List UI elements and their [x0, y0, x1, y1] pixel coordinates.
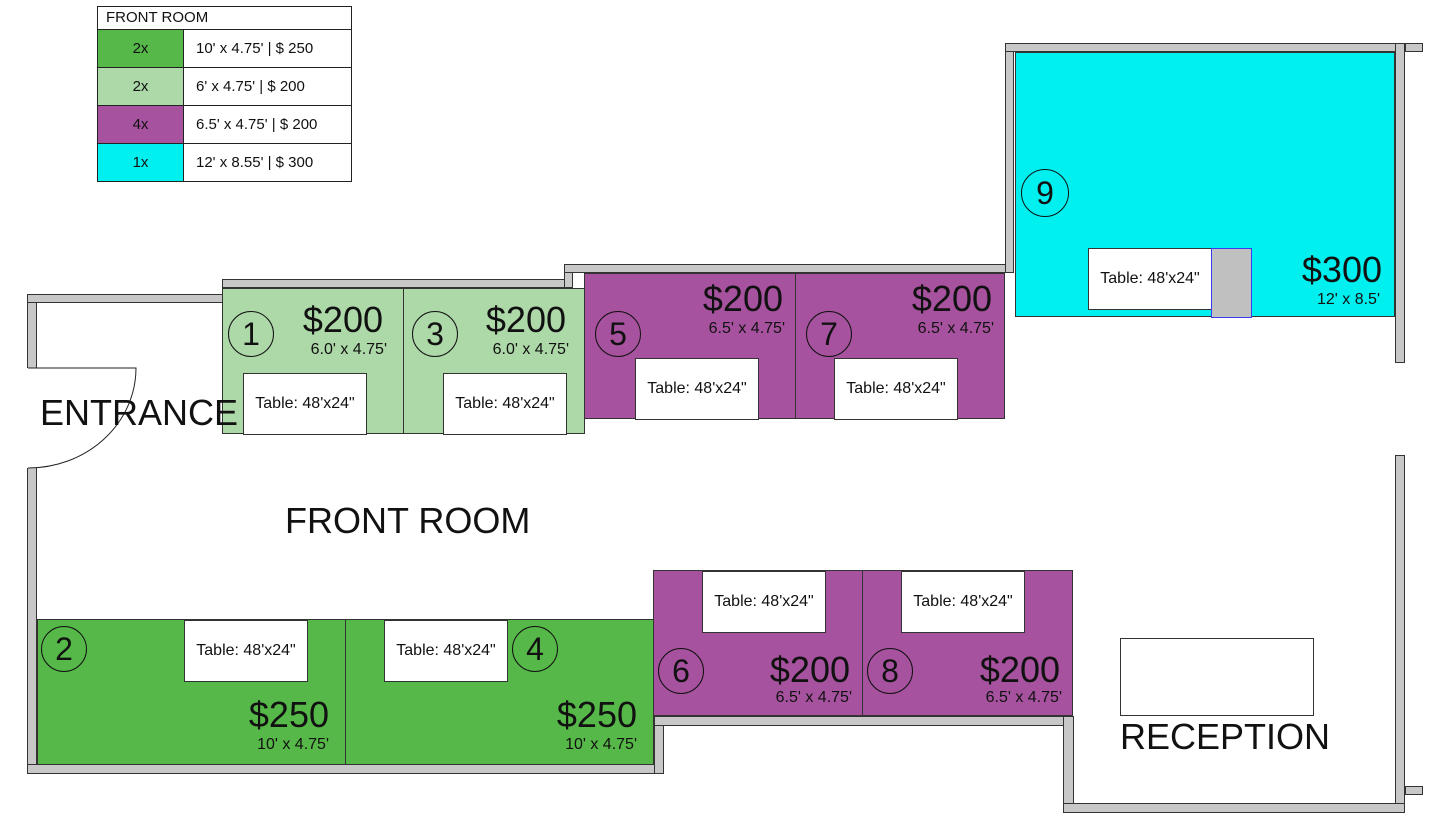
legend-row: 2x 10' x 4.75' | $ 250: [98, 30, 351, 68]
legend-description: 6' x 4.75' | $ 200: [196, 78, 305, 95]
legend-row: 2x 6' x 4.75' | $ 200: [98, 68, 351, 106]
booth-number: 4: [512, 626, 558, 672]
booth-5[interactable]: 5 $200 6.5' x 4.75' Table: 48'x24": [584, 273, 796, 420]
legend-description: 12' x 8.55' | $ 300: [196, 154, 314, 171]
booth-price: $300: [1301, 249, 1382, 290]
legend-count: 2x: [98, 68, 184, 105]
booth-size: 6.0' x 4.75': [492, 341, 569, 358]
booth-table: Table: 48'x24": [901, 571, 1025, 633]
legend: FRONT ROOM 2x 10' x 4.75' | $ 250 2x 6' …: [97, 6, 352, 182]
wall: [1395, 455, 1405, 813]
legend-description: 6.5' x 4.75' | $ 200: [196, 116, 318, 133]
booth-price: $200: [485, 299, 566, 340]
booth-9[interactable]: 9 $300 12' x 8.5' Table: 48'x24": [1015, 52, 1395, 318]
booth-size: 6.5' x 4.75': [775, 689, 852, 706]
front-room-label: FRONT ROOM: [285, 500, 531, 541]
wall: [1005, 43, 1014, 273]
booth-number: 3: [412, 311, 458, 357]
legend-row: 1x 12' x 8.55' | $ 300: [98, 144, 351, 181]
legend-count: 2x: [98, 30, 184, 67]
entrance-label: ENTRANCE: [40, 392, 239, 433]
booth-number: 6: [658, 648, 704, 694]
booth-size: 12' x 8.5': [1316, 291, 1380, 308]
wall: [222, 279, 572, 288]
booth-size: 6.0' x 4.75': [310, 341, 387, 358]
booth-price: $200: [702, 278, 783, 319]
booth-table: Table: 48'x24": [443, 373, 567, 435]
booth-7[interactable]: 7 $200 6.5' x 4.75' Table: 48'x24": [795, 273, 1005, 420]
legend-description: 10' x 4.75' | $ 250: [196, 40, 314, 57]
legend-title: FRONT ROOM: [98, 7, 351, 30]
booth-8[interactable]: Table: 48'x24" 8 $200 6.5' x 4.75': [862, 570, 1073, 716]
column-post: [1211, 248, 1252, 318]
booth-number: 8: [867, 648, 913, 694]
booth-size: 6.5' x 4.75': [708, 320, 785, 337]
booth-price: $250: [556, 694, 637, 735]
wall: [1405, 43, 1423, 52]
wall: [654, 716, 1074, 726]
booth-table: Table: 48'x24": [384, 620, 508, 682]
booth-price: $200: [911, 278, 992, 319]
booth-number: 7: [806, 311, 852, 357]
booth-size: 10' x 4.75': [257, 736, 329, 753]
wall: [27, 294, 227, 303]
reception-desk: [1120, 638, 1314, 716]
legend-row: 4x 6.5' x 4.75' | $ 200: [98, 106, 351, 144]
wall: [564, 264, 1014, 273]
wall: [1395, 43, 1405, 363]
wall: [1063, 803, 1405, 813]
wall: [27, 764, 664, 774]
booth-number: 2: [41, 626, 87, 672]
door-swing-icon: [27, 367, 137, 469]
legend-count: 1x: [98, 144, 184, 181]
booth-size: 10' x 4.75': [565, 736, 637, 753]
booth-number: 9: [1021, 169, 1069, 217]
door-opening: [26, 368, 38, 468]
booth-price: $250: [248, 694, 329, 735]
booth-number: 1: [228, 311, 274, 357]
wall: [1005, 43, 1405, 52]
booth-4[interactable]: Table: 48'x24" 4 $250 10' x 4.75': [345, 619, 654, 765]
booth-table: Table: 48'x24": [702, 571, 826, 633]
booth-table: Table: 48'x24": [834, 358, 958, 420]
legend-count: 4x: [98, 106, 184, 143]
booth-table: Table: 48'x24": [184, 620, 308, 682]
booth-table: Table: 48'x24": [1088, 248, 1212, 310]
booth-table: Table: 48'x24": [635, 358, 759, 420]
booth-1[interactable]: 1 $200 6.0' x 4.75' Table: 48'x24": [222, 288, 404, 435]
wall: [1063, 716, 1074, 813]
booth-6[interactable]: Table: 48'x24" 6 $200 6.5' x 4.75': [653, 570, 863, 716]
booth-price: $200: [302, 299, 383, 340]
booth-3[interactable]: 3 $200 6.0' x 4.75' Table: 48'x24": [403, 288, 585, 435]
booth-price: $200: [979, 649, 1060, 690]
reception-label: RECEPTION: [1120, 716, 1331, 757]
wall: [1405, 786, 1423, 795]
booth-number: 5: [595, 311, 641, 357]
booth-table: Table: 48'x24": [243, 373, 367, 435]
booth-price: $200: [769, 649, 850, 690]
booth-size: 6.5' x 4.75': [917, 320, 994, 337]
booth-2[interactable]: 2 Table: 48'x24" $250 10' x 4.75': [37, 619, 346, 765]
booth-size: 6.5' x 4.75': [985, 689, 1062, 706]
